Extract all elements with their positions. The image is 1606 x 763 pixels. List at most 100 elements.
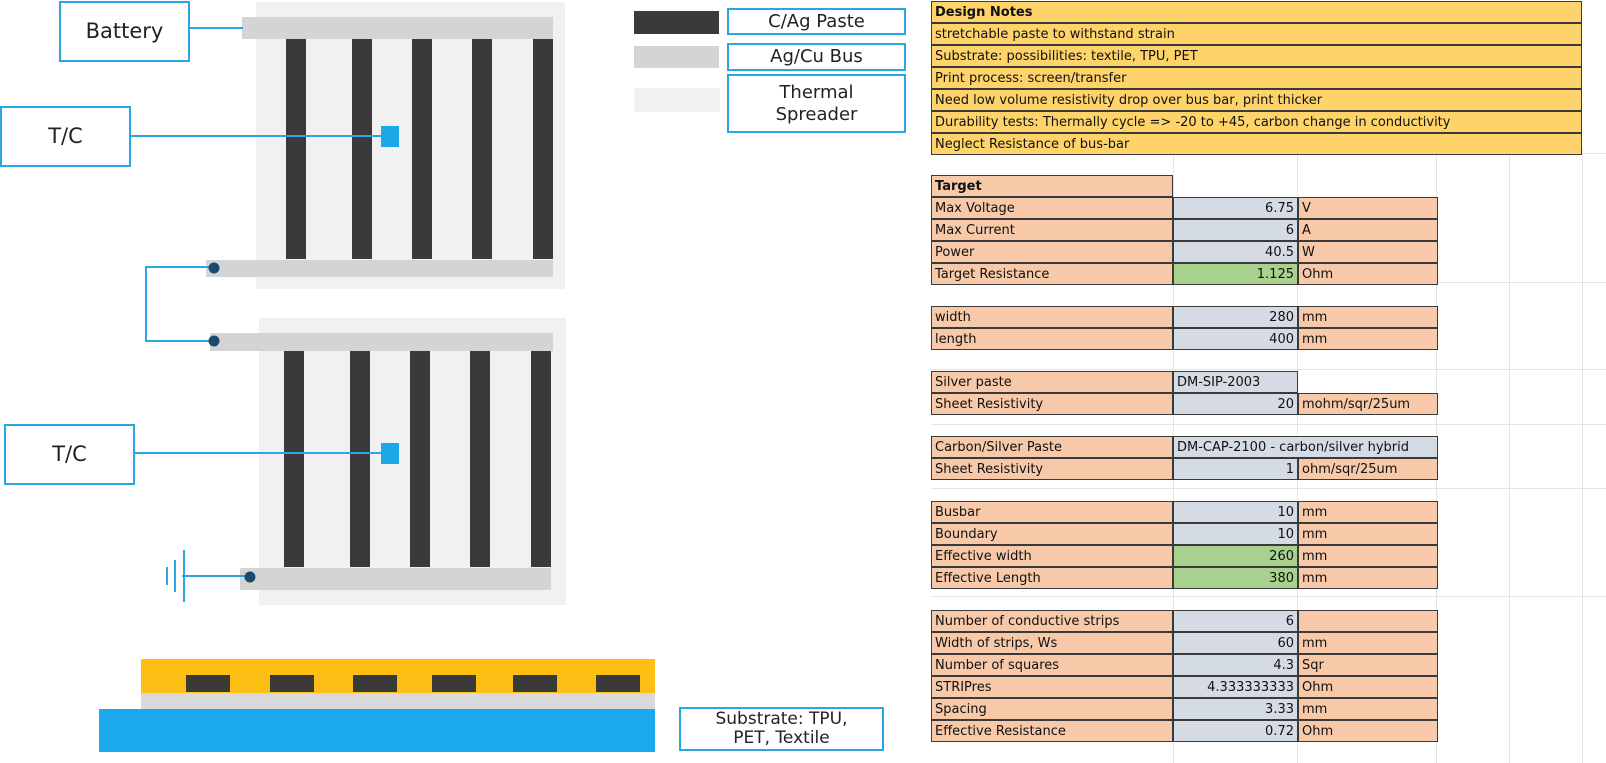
design-note[interactable]: stretchable paste to withstand strain: [931, 23, 1582, 45]
row-value[interactable]: 6: [1173, 610, 1298, 632]
row-label[interactable]: Carbon/Silver Paste: [931, 436, 1173, 458]
row-value[interactable]: 260: [1173, 545, 1298, 567]
battery-label: Battery: [59, 1, 190, 62]
terminal-node: [244, 571, 256, 583]
tc-label-top: T/C: [0, 106, 131, 167]
paste-strip: [533, 39, 553, 259]
design-note[interactable]: Print process: screen/transfer: [931, 67, 1582, 89]
spreadsheet: Design Notes stretchable paste to withst…: [931, 0, 1606, 763]
row-unit[interactable]: Ohm: [1298, 720, 1438, 742]
legend-swatch-paste: [634, 11, 719, 34]
row-label[interactable]: STRIPres: [931, 676, 1173, 698]
row-value[interactable]: 6.75: [1173, 197, 1298, 219]
design-note[interactable]: Substrate: possibilities: textile, TPU, …: [931, 45, 1582, 67]
row-label[interactable]: Effective Length: [931, 567, 1173, 589]
row-unit[interactable]: ohm/sqr/25um: [1298, 458, 1438, 480]
row-value[interactable]: 10: [1173, 501, 1298, 523]
design-note[interactable]: Need low volume resistivity drop over bu…: [931, 89, 1582, 111]
row-value[interactable]: 4.3: [1173, 654, 1298, 676]
row-label[interactable]: Max Current: [931, 219, 1173, 241]
row-value[interactable]: 40.5: [1173, 241, 1298, 263]
row-value[interactable]: 380: [1173, 567, 1298, 589]
row-label[interactable]: Power: [931, 241, 1173, 263]
cross-section-paste: [596, 675, 640, 692]
ground-icon: [166, 550, 185, 602]
row-unit[interactable]: mm: [1298, 698, 1438, 720]
row-label[interactable]: Effective Resistance: [931, 720, 1173, 742]
row-value[interactable]: DM-CAP-2100 - carbon/silver hybrid: [1173, 436, 1438, 458]
row-value[interactable]: DM-SIP-2003: [1173, 371, 1298, 393]
row-label[interactable]: Sheet Resistivity: [931, 458, 1173, 480]
row-unit[interactable]: Sqr: [1298, 654, 1438, 676]
row-label[interactable]: Target Resistance: [931, 263, 1173, 285]
row-value[interactable]: 6: [1173, 219, 1298, 241]
row-value[interactable]: 0.72: [1173, 720, 1298, 742]
row-unit[interactable]: mohm/sqr/25um: [1298, 393, 1438, 415]
substrate-label: Substrate: TPU, PET, Textile: [679, 707, 884, 751]
legend-label-cag-paste: C/Ag Paste: [727, 8, 906, 35]
row-unit[interactable]: mm: [1298, 567, 1438, 589]
row-label[interactable]: Number of conductive strips: [931, 610, 1173, 632]
row-unit[interactable]: Ohm: [1298, 263, 1438, 285]
row-value[interactable]: 280: [1173, 306, 1298, 328]
series-link: [145, 266, 214, 342]
terminal-node: [208, 262, 220, 274]
tc-label-bottom: T/C: [4, 424, 135, 485]
design-note[interactable]: Neglect Resistance of bus-bar: [931, 133, 1582, 155]
row-unit[interactable]: W: [1298, 241, 1438, 263]
row-label[interactable]: Boundary: [931, 523, 1173, 545]
bus-bar-top-upper: [242, 17, 553, 39]
bus-bar-top-lower: [206, 260, 553, 277]
row-label[interactable]: Silver paste: [931, 371, 1173, 393]
row-label[interactable]: Busbar: [931, 501, 1173, 523]
legend-label-thermal-spreader: Thermal Spreader: [727, 74, 906, 133]
design-notes-title[interactable]: Design Notes: [931, 1, 1582, 23]
row-label[interactable]: Max Voltage: [931, 197, 1173, 219]
cross-section-paste: [432, 675, 476, 692]
row-label[interactable]: Effective width: [931, 545, 1173, 567]
paste-strip: [531, 351, 551, 567]
design-note[interactable]: Durability tests: Thermally cycle => -20…: [931, 111, 1582, 133]
thermocouple-marker: [381, 443, 399, 464]
row-label[interactable]: Sheet Resistivity: [931, 393, 1173, 415]
row-label[interactable]: Number of squares: [931, 654, 1173, 676]
cross-section-paste: [186, 675, 230, 692]
legend-swatch-spreader: [634, 88, 720, 112]
row-value[interactable]: 3.33: [1173, 698, 1298, 720]
row-value[interactable]: 20: [1173, 393, 1298, 415]
row-unit[interactable]: V: [1298, 197, 1438, 219]
row-unit[interactable]: mm: [1298, 501, 1438, 523]
row-value[interactable]: 60: [1173, 632, 1298, 654]
row-value[interactable]: 1: [1173, 458, 1298, 480]
row-unit[interactable]: Ohm: [1298, 676, 1438, 698]
row-unit[interactable]: mm: [1298, 306, 1438, 328]
row-unit[interactable]: mm: [1298, 523, 1438, 545]
paste-strip: [472, 39, 492, 259]
thermocouple-marker: [381, 126, 399, 147]
row-label[interactable]: length: [931, 328, 1173, 350]
row-unit[interactable]: mm: [1298, 632, 1438, 654]
row-unit[interactable]: mm: [1298, 328, 1438, 350]
heater-panel-top: [256, 2, 565, 289]
cross-section-paste: [513, 675, 557, 692]
paste-strip: [284, 351, 304, 567]
row-label[interactable]: Spacing: [931, 698, 1173, 720]
row-label[interactable]: Width of strips, Ws: [931, 632, 1173, 654]
row-label[interactable]: width: [931, 306, 1173, 328]
cross-section-substrate: [99, 709, 655, 752]
row-unit[interactable]: [1298, 610, 1438, 632]
paste-strip: [410, 351, 430, 567]
row-value[interactable]: 1.125: [1173, 263, 1298, 285]
paste-strip: [350, 351, 370, 567]
target-title[interactable]: Target: [931, 175, 1173, 197]
row-unit[interactable]: mm: [1298, 545, 1438, 567]
row-value[interactable]: 4.333333333: [1173, 676, 1298, 698]
row-value[interactable]: 400: [1173, 328, 1298, 350]
row-unit[interactable]: A: [1298, 219, 1438, 241]
paste-strip: [352, 39, 372, 259]
paste-strip: [470, 351, 490, 567]
cross-section-grey-layer: [141, 693, 655, 709]
row-value[interactable]: 10: [1173, 523, 1298, 545]
cross-section-paste: [270, 675, 314, 692]
paste-strip: [286, 39, 306, 259]
